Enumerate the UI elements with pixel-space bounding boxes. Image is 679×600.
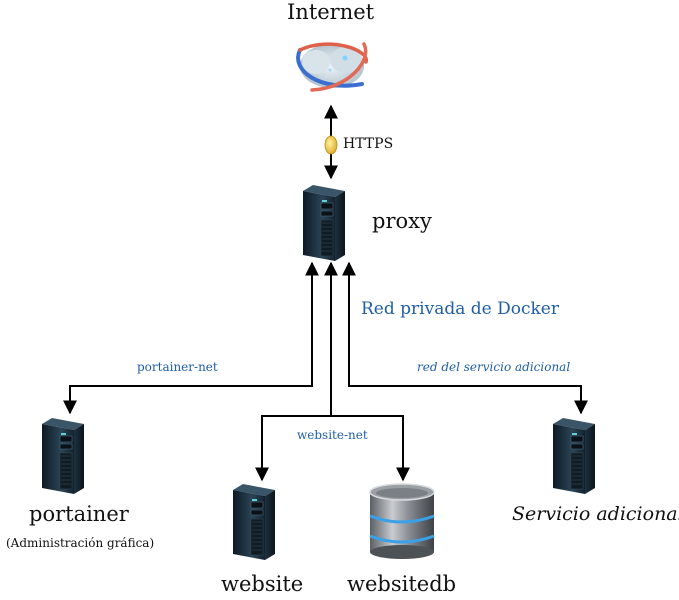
database-icon xyxy=(369,483,435,559)
servicio-label: Servicio adicional xyxy=(512,503,679,525)
portainer-net-link xyxy=(63,261,319,415)
portainer-sublabel: (Administración gráfica) xyxy=(6,536,155,550)
website-net-label: website-net xyxy=(297,428,368,442)
proxy-server-icon xyxy=(302,184,346,262)
network-title: Red privada de Docker xyxy=(361,299,559,319)
https-label: HTTPS xyxy=(343,136,394,152)
lock-icon xyxy=(324,135,338,155)
portainer-net-label: portainer-net xyxy=(137,360,218,374)
proxy-label: proxy xyxy=(372,209,432,233)
internet-label: Internet xyxy=(287,0,375,24)
portainer-label: portainer xyxy=(29,502,129,526)
servicio-net-label: red del servicio adicional xyxy=(417,360,571,374)
globe-cloud-icon xyxy=(296,42,368,92)
servicio-net-link xyxy=(342,261,588,415)
websitedb-label: websitedb xyxy=(347,572,457,596)
website-net-link-website xyxy=(255,415,331,482)
portainer-server-icon xyxy=(41,417,85,495)
servicio-server-icon xyxy=(552,417,596,495)
website-server-icon xyxy=(232,483,276,561)
website-label: website xyxy=(221,572,304,596)
website-net-link-websitedb xyxy=(331,415,410,482)
